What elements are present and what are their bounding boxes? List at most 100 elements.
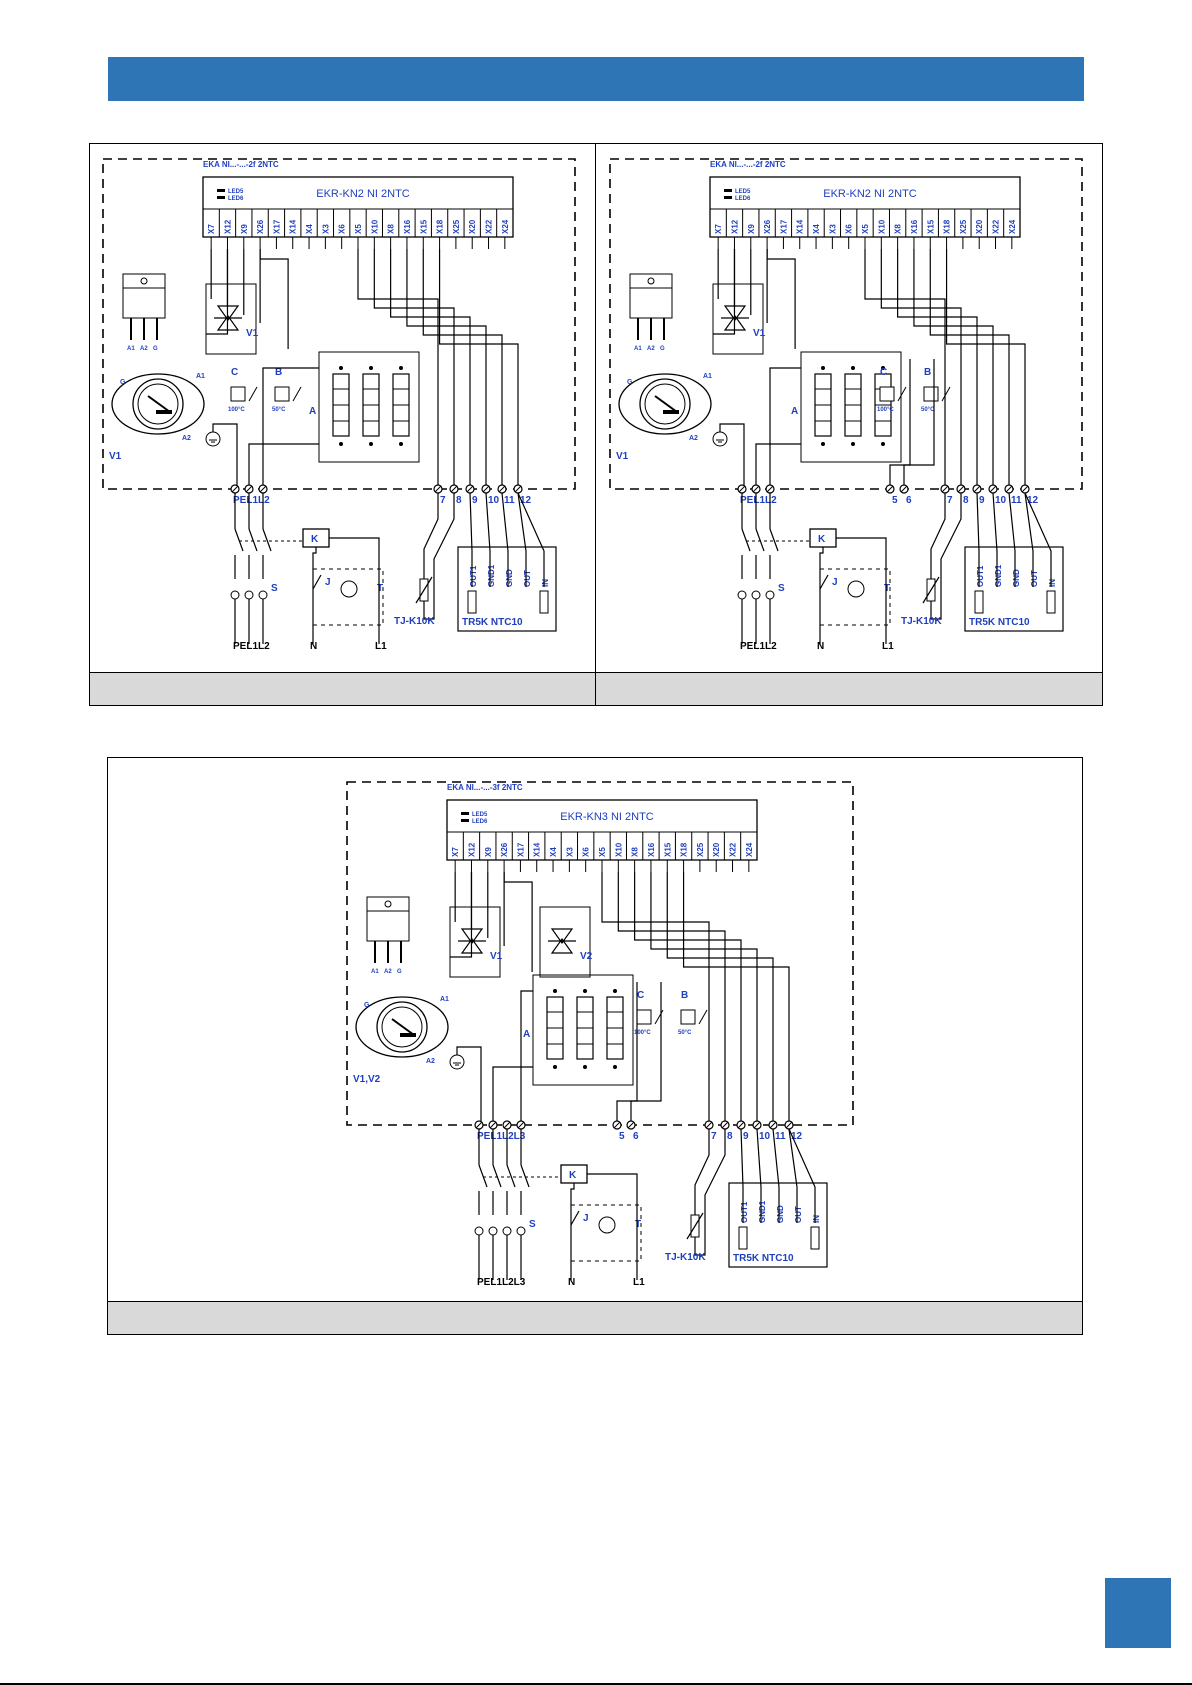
terminal-label: X6 <box>582 847 591 857</box>
pin-g-label: G <box>120 379 126 386</box>
pin-a1-label: A1 <box>440 996 449 1003</box>
signal-terminal-label: 7 <box>711 1131 717 1142</box>
terminal-label: X9 <box>240 224 249 234</box>
signal-terminal-label: 12 <box>791 1131 803 1142</box>
jumper-label: J <box>832 577 838 588</box>
terminal-label: X3 <box>565 847 574 857</box>
led-label: LED5 <box>472 812 488 818</box>
pin-g-label: G <box>627 379 633 386</box>
led-label: LED5 <box>735 189 751 195</box>
terminal-label: X14 <box>289 219 298 234</box>
wiring-diagram-3: EKA NI...-...-3f 2NTC EKR-KN3 NI 2NTC LED5… <box>330 768 870 1301</box>
triac-pin-label: A2 <box>647 346 655 352</box>
contactor-label: K <box>818 534 826 545</box>
thermostat-temp: 100°C <box>228 407 245 413</box>
aux-line-label: L1 <box>633 1277 645 1288</box>
sensor-label: TJ-K10K <box>901 616 942 627</box>
terminal-label: X16 <box>403 219 412 234</box>
terminal-label: X14 <box>796 219 805 234</box>
terminal-label: X18 <box>943 219 952 234</box>
module-label: TR5K NTC10 <box>733 1253 794 1264</box>
module-pin-label: IN <box>1048 579 1057 587</box>
thermostat-temp: 50°C <box>272 407 286 413</box>
signal-terminal-label: 11 <box>504 495 515 506</box>
heater-block-label: A <box>309 406 316 417</box>
heater-model-label: EKA NI...-...-3f 2NTC <box>447 783 523 792</box>
signal-terminal-label: 12 <box>520 495 532 506</box>
signal-terminal-label: 8 <box>727 1131 733 1142</box>
terminal-label: X7 <box>714 224 723 234</box>
heater-block-label: A <box>523 1029 530 1040</box>
terminal-label: X24 <box>745 842 754 857</box>
triac-pin-label: A1 <box>371 969 379 975</box>
sensor-label: TJ-K10K <box>665 1252 706 1263</box>
signal-terminal-label: 7 <box>440 495 446 506</box>
triac-group-label: V1 <box>616 451 629 462</box>
mid-terminal-label: 5 <box>619 1131 625 1142</box>
terminal-label: X5 <box>861 224 870 234</box>
signal-terminal-label: 10 <box>995 495 1007 506</box>
heater-block-label: A <box>791 406 798 417</box>
signal-terminal-label: 12 <box>1027 495 1039 506</box>
controller-label: EKR-KN2 NI 2NTC <box>823 188 917 200</box>
thermostat-temp: 100°C <box>877 407 894 413</box>
top-caption-row <box>89 672 1103 706</box>
terminal-label: X4 <box>812 224 821 234</box>
heater-model-label: EKA NI...-...-2f 2NTC <box>710 160 786 169</box>
terminal-label: X20 <box>975 219 984 234</box>
module-label: TR5K NTC10 <box>969 617 1030 628</box>
controller-label: EKR-KN3 NI 2NTC <box>560 811 654 823</box>
mid-terminal-label: 5 <box>892 495 898 506</box>
terminal-label: X20 <box>468 219 477 234</box>
terminal-label: X8 <box>387 224 396 234</box>
triac-pin-label: A1 <box>127 346 135 352</box>
thermostat-label: C <box>637 990 644 1001</box>
terminal-label: X26 <box>256 219 265 234</box>
jumper-label: J <box>583 1213 589 1224</box>
module-pin-label: GND1 <box>994 564 1003 587</box>
terminal-label: X9 <box>484 847 493 857</box>
terminal-label: X22 <box>485 219 494 234</box>
module-pin-label: GND1 <box>487 564 496 587</box>
thermostat-temp: 50°C <box>921 407 935 413</box>
signal-terminal-label: 10 <box>488 495 500 506</box>
jumper-label: J <box>325 577 331 588</box>
neutral-label: N <box>310 641 317 652</box>
terminal-label: X9 <box>747 224 756 234</box>
led-label: LED5 <box>228 189 244 195</box>
thermostat-label: C <box>231 367 238 378</box>
triac-pin-label: A2 <box>140 346 148 352</box>
mid-terminal-label: 6 <box>906 495 912 506</box>
terminal-label: X17 <box>779 219 788 234</box>
timer-label: T <box>377 583 383 594</box>
terminal-label: X15 <box>663 842 672 857</box>
terminal-label: X3 <box>828 224 837 234</box>
triac-label: V1 <box>246 328 259 339</box>
terminal-label: X17 <box>272 219 281 234</box>
terminal-label: X6 <box>845 224 854 234</box>
terminal-label: X10 <box>370 219 379 234</box>
pin-a1-label: A1 <box>703 373 712 380</box>
power-terminals-label: PEL1L2 <box>233 495 270 506</box>
signal-terminal-label: 11 <box>1011 495 1022 506</box>
switch-label: S <box>271 583 278 594</box>
module-pin-label: GND1 <box>758 1200 767 1223</box>
module-pin-label: OUT <box>1030 570 1039 587</box>
triac-group-label: V1,V2 <box>353 1074 381 1085</box>
terminal-label: X15 <box>419 219 428 234</box>
triac-pin-label: G <box>660 346 665 352</box>
terminal-label: X15 <box>926 219 935 234</box>
terminal-label: X26 <box>763 219 772 234</box>
module-pin-label: OUT <box>523 570 532 587</box>
terminal-label: X4 <box>549 847 558 857</box>
signal-terminal-label: 9 <box>743 1131 749 1142</box>
terminal-label: X5 <box>354 224 363 234</box>
page-number-tab <box>1105 1578 1171 1648</box>
terminal-label: X18 <box>436 219 445 234</box>
timer-label: T <box>884 583 890 594</box>
pin-a2-label: A2 <box>182 435 191 442</box>
triac-pin-label: G <box>397 969 402 975</box>
terminal-label: X5 <box>598 847 607 857</box>
terminal-label: X18 <box>680 842 689 857</box>
